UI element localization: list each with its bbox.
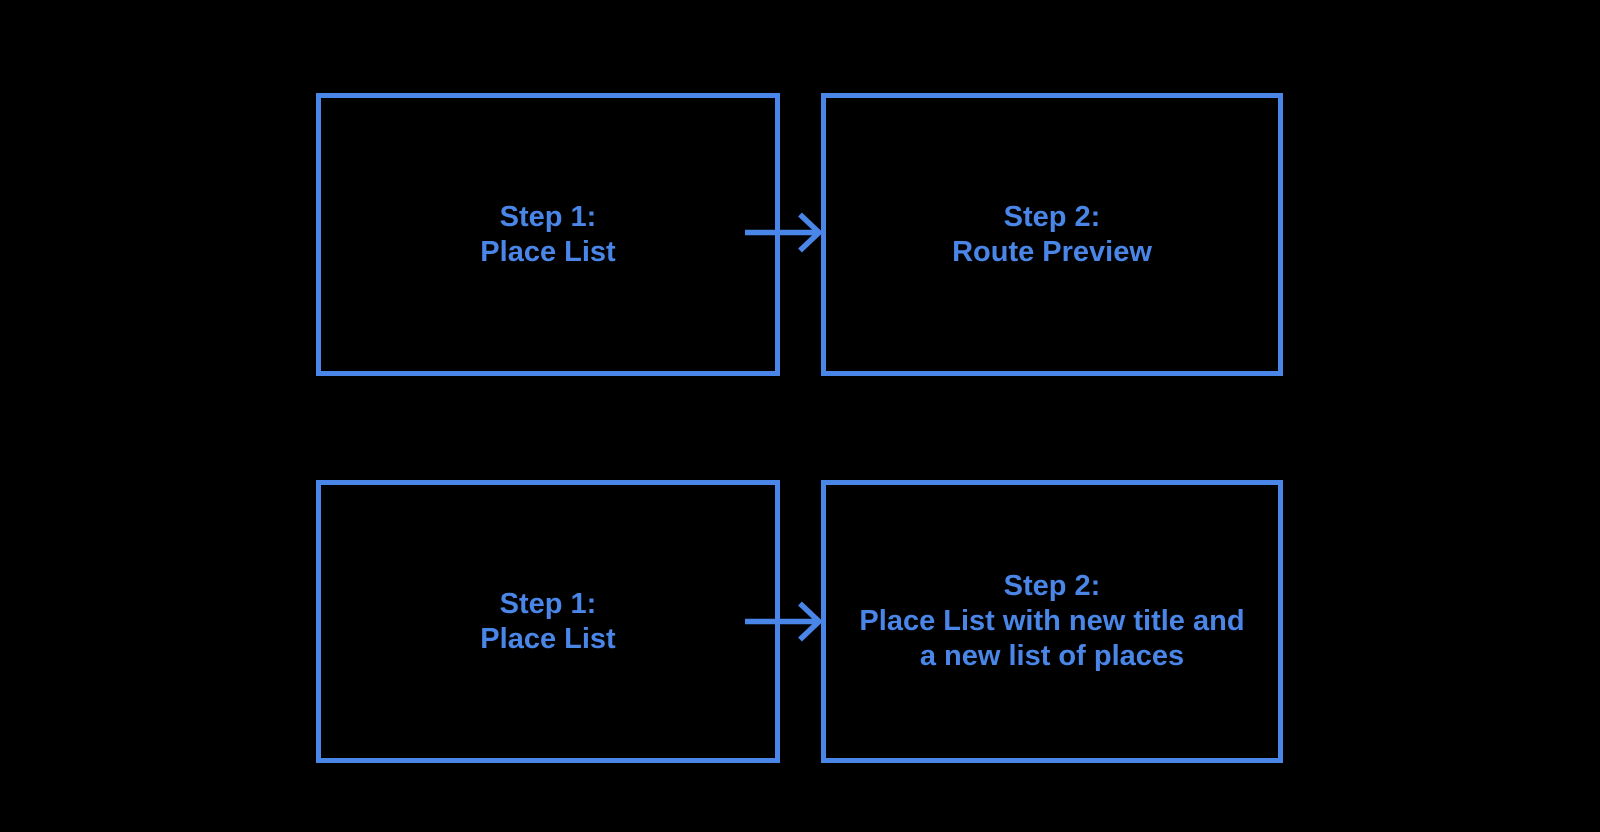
label-line: Step 2: bbox=[1003, 570, 1101, 602]
flow1-step1-box: Step 1: Place List bbox=[316, 93, 780, 376]
flow1-step2-label: Step 2: Route Preview bbox=[826, 200, 1278, 270]
flow2-step2-box: Step 2: Place List with new title and a … bbox=[821, 480, 1283, 763]
label-line: Step 1: bbox=[499, 587, 597, 620]
label-line: Place List bbox=[480, 622, 616, 655]
flow1-step1-label: Step 1: Place List bbox=[321, 200, 775, 270]
label-line: Step 2: bbox=[1003, 200, 1101, 233]
label-line: Route Preview bbox=[952, 235, 1152, 268]
flow2-step2-label: Step 2: Place List with new title and a … bbox=[826, 569, 1278, 674]
label-line: Place List bbox=[480, 235, 616, 268]
flow2-arrow-right-icon bbox=[745, 601, 823, 642]
flow1-step2-box: Step 2: Route Preview bbox=[821, 93, 1283, 376]
flow2-step1-label: Step 1: Place List bbox=[321, 587, 775, 657]
label-line: a new list of places bbox=[919, 640, 1185, 672]
flow1-arrow-right-icon bbox=[745, 212, 823, 253]
label-line: Step 1: bbox=[499, 200, 597, 233]
label-line: Place List with new title and bbox=[859, 605, 1245, 637]
flow2-step1-box: Step 1: Place List bbox=[316, 480, 780, 763]
